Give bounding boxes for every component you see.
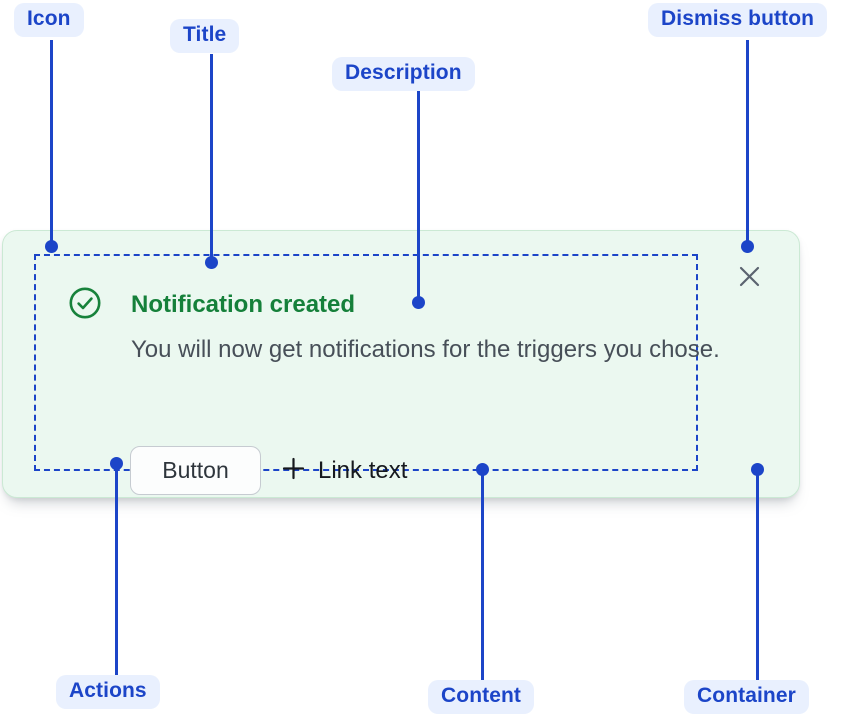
toast-link-label: Link text	[318, 456, 408, 484]
description-annotation-label: Description	[332, 57, 475, 91]
icon-annotation-label: Icon	[14, 3, 84, 37]
close-icon	[738, 265, 761, 291]
dismiss-annotation-label: Dismiss button	[648, 3, 828, 37]
dismiss-button[interactable]	[729, 258, 769, 298]
content-annotation-label: Content	[428, 680, 535, 714]
content-connector-line	[481, 474, 484, 680]
content-connector-dot	[476, 463, 489, 476]
toast-description: You will now get notifications for the t…	[131, 336, 720, 363]
toast-title: Notification created	[131, 291, 356, 318]
actions-connector-dot	[110, 457, 123, 470]
toast-container: Notification created You will now get no…	[2, 230, 800, 498]
toast-action-button[interactable]: Button	[130, 446, 261, 495]
description-connector-line	[417, 91, 420, 297]
actions-annotation-label: Actions	[56, 675, 160, 709]
toast-action-link[interactable]: Link text	[282, 446, 407, 495]
icon-connector-line	[50, 40, 53, 241]
container-connector-dot	[751, 463, 764, 476]
check-circle-icon	[69, 287, 101, 319]
title-connector-dot	[205, 256, 218, 269]
dismiss-connector-dot	[741, 240, 754, 253]
title-connector-line	[210, 54, 213, 257]
container-annotation-label: Container	[684, 680, 809, 714]
description-connector-dot	[412, 296, 425, 309]
title-annotation-label: Title	[170, 19, 240, 53]
container-connector-line	[756, 474, 759, 680]
plus-icon	[282, 457, 305, 485]
dismiss-connector-line	[746, 40, 749, 241]
icon-connector-dot	[45, 240, 58, 253]
toast-content-area: Notification created You will now get no…	[34, 254, 720, 495]
actions-connector-line	[115, 468, 118, 675]
